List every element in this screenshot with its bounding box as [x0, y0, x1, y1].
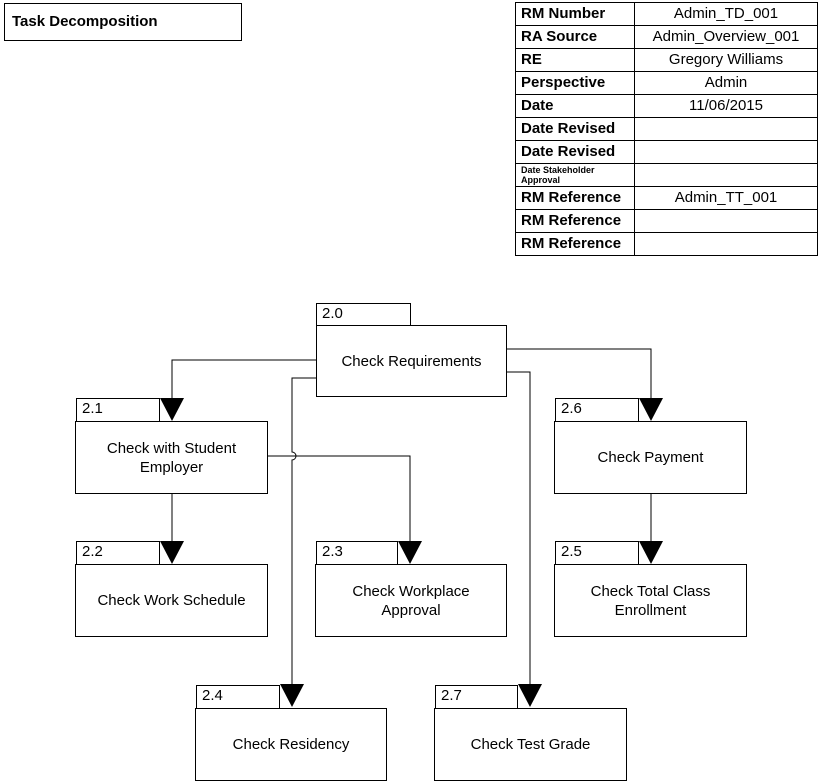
meta-key: Date Revised	[515, 117, 635, 141]
task-check-payment: Check Payment	[554, 421, 747, 494]
arrowhead-2-7	[518, 684, 542, 707]
meta-value	[634, 140, 818, 164]
task-check-requirements: Check Requirements	[316, 325, 507, 397]
task-check-workplace-approval: Check Workplace Approval	[315, 564, 507, 637]
meta-value: 11/06/2015	[634, 94, 818, 118]
task-check-work-schedule: Check Work Schedule	[75, 564, 268, 637]
arrowhead-2-3	[398, 541, 422, 564]
arrowhead-2-2	[160, 541, 184, 564]
meta-row-date-revised: Date Revised	[515, 117, 818, 141]
arrowhead-2-6	[639, 398, 663, 421]
arrowhead-2-1	[160, 398, 184, 421]
diagram-title: Task Decomposition	[4, 3, 242, 41]
meta-value	[634, 232, 818, 256]
arrowhead-2-4	[280, 684, 304, 707]
meta-key: Perspective	[515, 71, 635, 95]
meta-key: RM Reference	[515, 209, 635, 233]
meta-value: Admin_TD_001	[634, 2, 818, 26]
meta-key: Date	[515, 94, 635, 118]
meta-key: RM Number	[515, 2, 635, 26]
meta-key: RE	[515, 48, 635, 72]
meta-value: Admin_TT_001	[634, 186, 818, 210]
connector-2-0-to-2-6	[506, 348, 652, 400]
task-id-2-7: 2.7	[435, 685, 518, 708]
meta-value	[634, 117, 818, 141]
task-id-2-2: 2.2	[76, 541, 160, 564]
meta-key: RM Reference	[515, 232, 635, 256]
connector-2-0-to-2-1	[171, 359, 316, 400]
task-id-2-3: 2.3	[316, 541, 398, 564]
task-check-test-grade: Check Test Grade	[434, 708, 627, 781]
task-check-with-student-employer: Check with Student Employer	[75, 421, 268, 494]
task-id-2-4: 2.4	[196, 685, 280, 708]
meta-key: Date Revised	[515, 140, 635, 164]
meta-key: RA Source	[515, 25, 635, 49]
arrowhead-2-5	[639, 541, 663, 564]
connector-2-1-to-2-3	[267, 455, 411, 543]
task-id-2-1: 2.1	[76, 398, 160, 421]
task-check-total-class-enrollment: Check Total Class Enrollment	[554, 564, 747, 637]
meta-value: Gregory Williams	[634, 48, 818, 72]
connector-2-0-to-2-7	[506, 371, 531, 686]
meta-row-stakeholder-approval: Date Stakeholder Approval	[515, 163, 818, 187]
task-id-2-6: 2.6	[555, 398, 639, 421]
task-check-residency: Check Residency	[195, 708, 387, 781]
meta-key: RM Reference	[515, 186, 635, 210]
connector-2-0-to-2-4	[291, 377, 316, 686]
meta-row-date-revised: Date Revised	[515, 140, 818, 164]
meta-row-rm-reference: RM Reference	[515, 232, 818, 256]
task-id-2-0: 2.0	[316, 303, 411, 326]
task-id-2-5: 2.5	[555, 541, 639, 564]
meta-value	[634, 163, 818, 187]
